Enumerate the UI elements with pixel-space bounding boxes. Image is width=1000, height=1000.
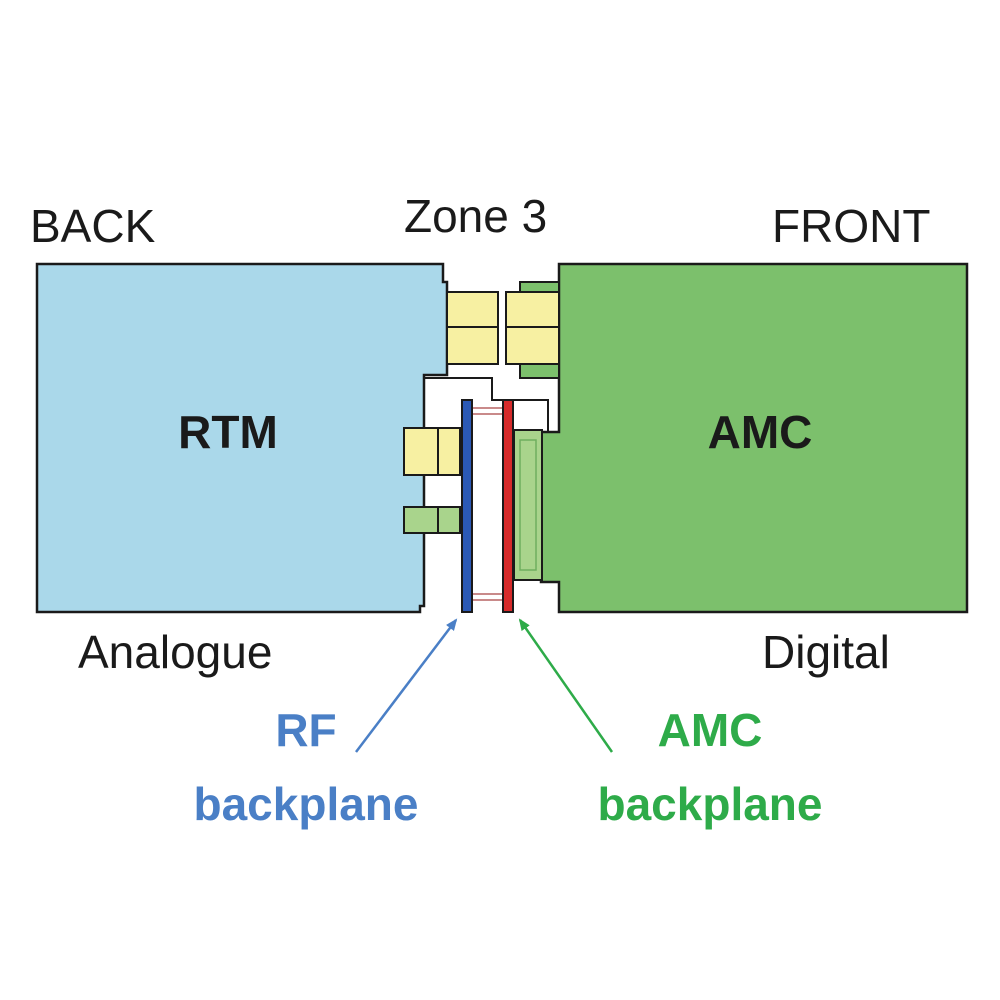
- front-label: FRONT: [772, 200, 930, 252]
- amc-backplane: [502, 399, 514, 613]
- digital-label: Digital: [762, 626, 890, 678]
- amc-callout-line2: backplane: [598, 778, 823, 830]
- back-label: BACK: [30, 200, 156, 252]
- zone3-frame: [424, 377, 549, 432]
- zone3-upper-connectors: [446, 281, 560, 379]
- rtm-board: [35, 262, 449, 614]
- rf-callout-line1: RF: [275, 704, 336, 756]
- amc-label: AMC: [708, 406, 813, 458]
- backplane-frame: [470, 407, 506, 601]
- rf-backplane-arrow: [355, 618, 458, 753]
- amc-callout-line1: AMC: [658, 704, 763, 756]
- rf-backplane: [461, 399, 473, 613]
- amc-board: [539, 262, 969, 614]
- rtm-connectors: [403, 427, 461, 534]
- zone-label: Zone 3: [404, 190, 547, 242]
- rtm-label: RTM: [178, 406, 278, 458]
- analogue-label: Analogue: [78, 626, 272, 678]
- amc-connector: [513, 429, 543, 581]
- amc-backplane-arrow: [518, 618, 614, 753]
- rf-callout-line2: backplane: [194, 778, 419, 830]
